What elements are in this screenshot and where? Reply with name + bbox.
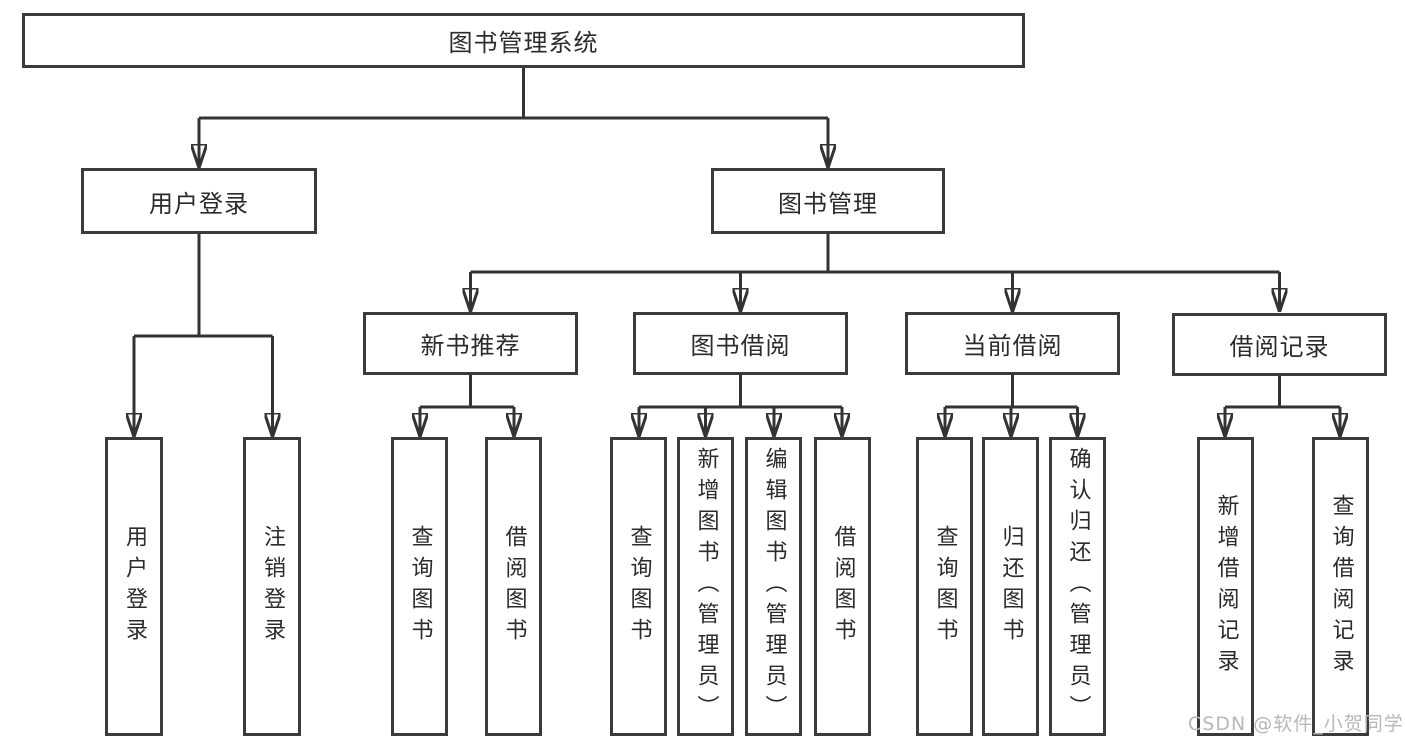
node-label: 新增借阅记录 [1213, 493, 1239, 680]
node-label: 查询图书 [407, 524, 433, 649]
leaf-borrowing-borrow-books: 借阅图书 [814, 437, 871, 736]
node-current-borrowing: 当前借阅 [905, 312, 1120, 375]
node-label: 当前借阅 [962, 332, 1063, 360]
node-label: 编辑图书（管理员） [761, 447, 787, 726]
leaf-records-add-borrow-record: 新增借阅记录 [1197, 437, 1254, 736]
csdn-watermark: CSDN @软件_小贺同学 [1188, 713, 1404, 735]
leaf-records-query-borrow-record: 查询借阅记录 [1312, 437, 1369, 736]
node-label: 确认归还（管理员） [1065, 447, 1091, 726]
leaf-borrowing-add-books-admin: 新增图书（管理员） [677, 437, 734, 736]
node-label: 用户登录 [122, 524, 147, 649]
node-label: 图书借阅 [690, 332, 791, 360]
node-label: 新增图书（管理员） [693, 447, 719, 726]
node-new-book-recommendation: 新书推荐 [363, 312, 578, 375]
connector-root [199, 68, 828, 120]
node-label: 借阅图书 [501, 524, 527, 649]
node-borrowing-records: 借阅记录 [1172, 313, 1387, 376]
leaf-current-return-books: 归还图书 [982, 437, 1039, 736]
node-label: 图书管理 [778, 189, 878, 218]
node-user-login: 用户登录 [81, 168, 317, 234]
connector-borrowing-records [1225, 375, 1340, 409]
node-label: 查询图书 [932, 524, 958, 649]
leaf-user-login: 用户登录 [105, 437, 163, 736]
node-label: 查询图书 [626, 524, 652, 649]
node-label: 查询借阅记录 [1328, 493, 1354, 680]
node-label: 新书推荐 [420, 332, 521, 360]
leaf-newbook-borrow-books: 借阅图书 [485, 437, 542, 736]
connector-book-management [470, 234, 1280, 274]
node-library-management-system: 图书管理系统 [22, 13, 1025, 68]
connector-new-book-recommend [420, 375, 514, 409]
node-label: 注销登录 [260, 524, 285, 649]
connector-book-borrowing [639, 375, 842, 409]
leaf-current-query-books: 查询图书 [916, 437, 973, 736]
leaf-borrowing-query-books: 查询图书 [610, 437, 667, 736]
node-label: 归还图书 [998, 524, 1024, 649]
leaf-newbook-query-books: 查询图书 [391, 437, 448, 736]
node-label: 图书管理系统 [448, 29, 599, 57]
leaf-logout: 注销登录 [243, 437, 301, 736]
connector-user-login [134, 234, 273, 338]
leaf-current-confirm-return-admin: 确认归还（管理员） [1049, 437, 1106, 736]
node-book-borrowing: 图书借阅 [633, 312, 848, 375]
node-label: 借阅记录 [1229, 333, 1330, 361]
leaf-borrowing-edit-books-admin: 编辑图书（管理员） [745, 437, 802, 736]
node-book-management: 图书管理 [711, 168, 945, 234]
node-label: 借阅图书 [830, 524, 856, 649]
connector-current-borrowing [945, 375, 1078, 409]
node-label: 用户登录 [149, 189, 249, 218]
